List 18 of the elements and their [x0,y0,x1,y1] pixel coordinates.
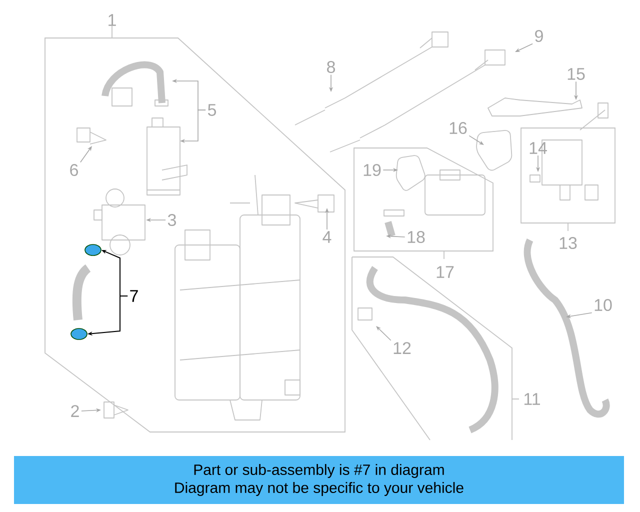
callout-number: 3 [168,214,176,226]
callout-number: 16 [450,122,467,134]
leader-arrow [376,326,392,341]
callout-number: 4 [322,231,332,243]
hose-clamp [84,244,102,256]
hose-clamp [70,328,88,340]
callout-number: 15 [568,68,585,80]
callout-number: 6 [70,164,78,176]
callout-number: 12 [394,342,411,354]
callout-number: 5 [208,104,216,116]
callout-number: 9 [535,30,543,42]
callout-number: 18 [408,230,425,244]
callout-number: 10 [594,298,612,312]
callout-number: 19 [364,164,381,176]
leader-arrow [80,146,92,163]
callout-number: 14 [530,142,547,154]
callout-number: 7 [130,290,138,302]
notice-banner: Part or sub-assembly is #7 in diagram Diagram may not be specific to your vehicle [14,456,624,504]
